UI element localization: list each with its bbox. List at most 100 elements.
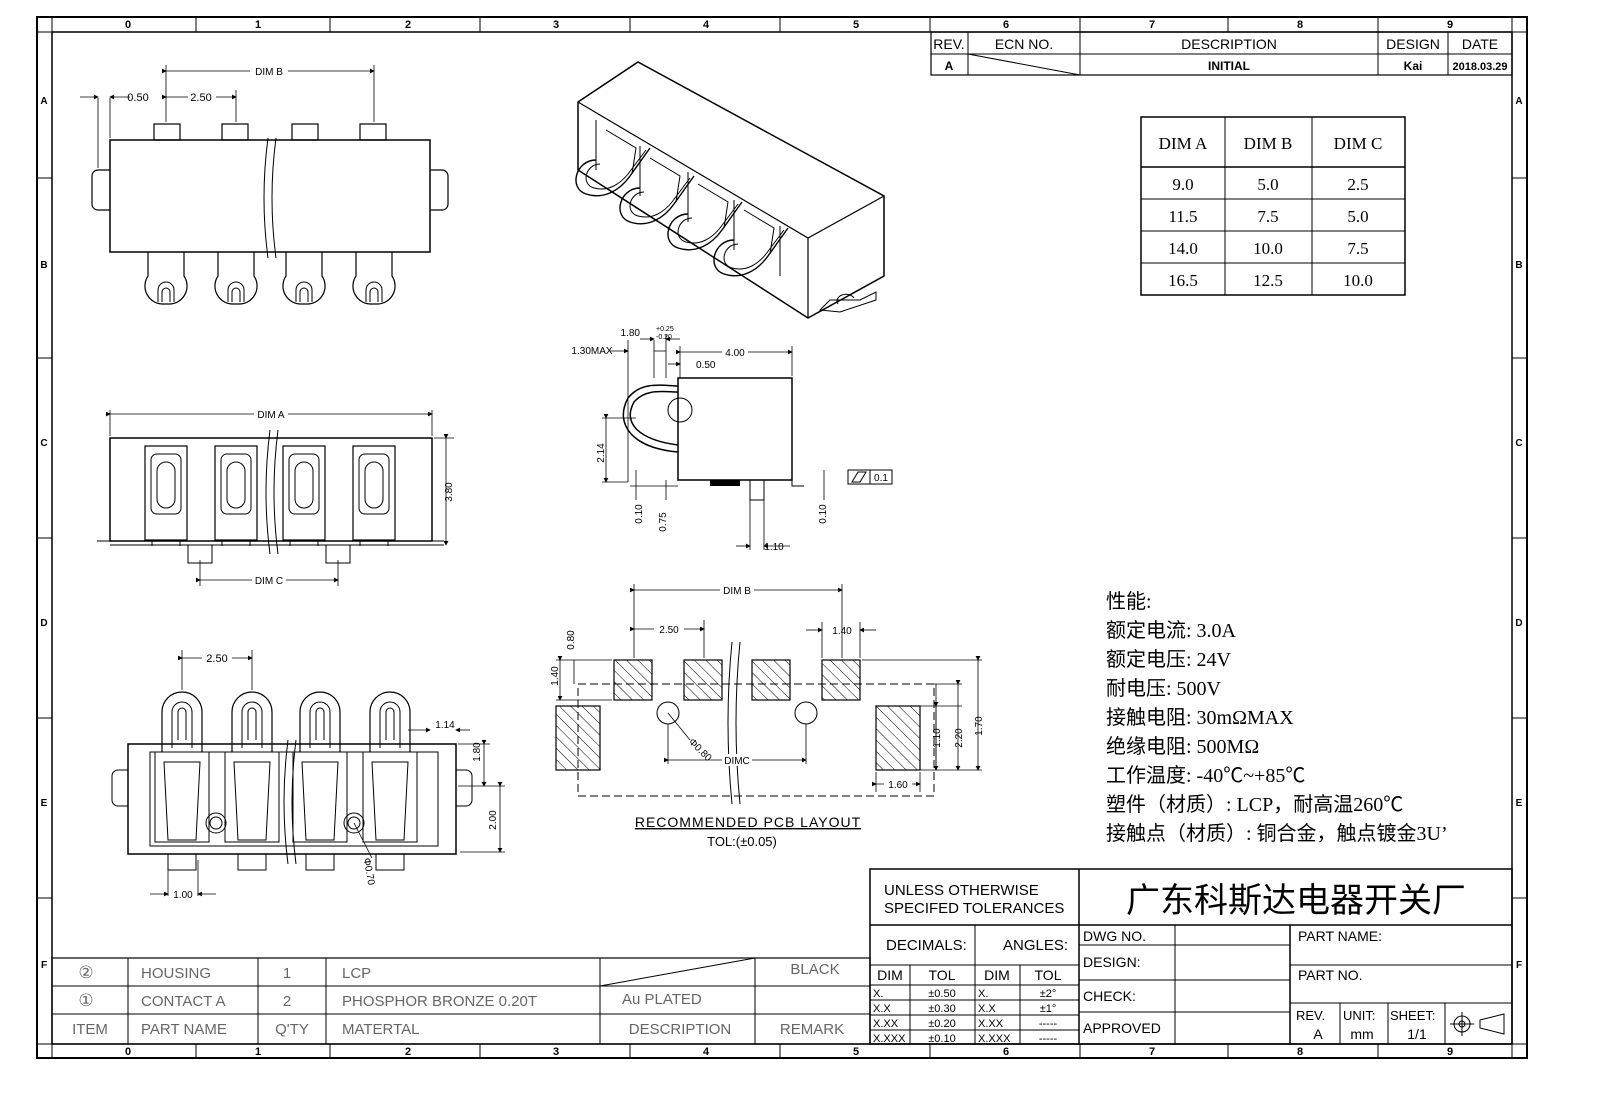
- dim-table-header: DIM B: [1244, 134, 1293, 153]
- front-dim-c-label: DIM C: [255, 576, 283, 587]
- decimal-dim: X.X: [873, 1003, 891, 1015]
- ecn-header: ECN NO.: [995, 36, 1053, 52]
- spec-line: 工作温度: -40℃~+85℃: [1106, 764, 1305, 787]
- tolerance-note-2: SPECIFED TOLERANCES: [884, 900, 1064, 917]
- angle-dim: X.X: [978, 1003, 996, 1015]
- bom-material: LCP: [342, 965, 371, 982]
- bom-material: PHOSPHOR BRONZE 0.20T: [342, 993, 537, 1010]
- pcb-080-label: 0.80: [566, 630, 577, 650]
- bom-item-header: ITEM: [72, 1021, 108, 1038]
- col-label-top: 9: [1447, 19, 1453, 31]
- side-075-label: 0.75: [658, 512, 669, 532]
- side-010b-label: 0.10: [818, 504, 829, 524]
- row-label-left: D: [40, 618, 47, 629]
- rev-value-tb: A: [1313, 1026, 1323, 1042]
- sheet-label: SHEET:: [1390, 1008, 1436, 1023]
- spec-line: 性能:: [1106, 590, 1152, 613]
- pcb-140b-label: 1.40: [832, 626, 852, 637]
- col-label-top: 8: [1297, 19, 1303, 31]
- pcb-dim-b-label: DIM B: [723, 586, 751, 597]
- angles-label: ANGLES:: [1003, 937, 1068, 954]
- side-050-label: 0.50: [696, 360, 716, 371]
- decimal-tol: ±0.10: [928, 1033, 955, 1045]
- angle-tol: ±1°: [1040, 1003, 1057, 1015]
- top-view: DIM B 0.50 2.50: [80, 65, 449, 305]
- rev-header: REV.: [933, 36, 964, 52]
- tolerance-note-1: UNLESS OTHERWISE: [884, 882, 1039, 899]
- pcb-pad: [821, 659, 861, 701]
- design-label: DESIGN:: [1083, 954, 1141, 970]
- part-name-label: PART NAME:: [1298, 928, 1382, 944]
- pcb-layout: DIM B 2.50 1.40 1.40 0.80 DIMC Φ0.80 1.1…: [550, 584, 985, 849]
- row-label-right: E: [1516, 798, 1523, 809]
- col-label-bottom: 6: [1003, 1046, 1009, 1058]
- dim-table-cell: 7.5: [1257, 207, 1278, 226]
- decimal-tol: ±0.50: [928, 988, 955, 1000]
- isometric-view: [575, 61, 885, 319]
- pcb-dimc-label: DIMC: [724, 756, 750, 767]
- col-label-bottom: 2: [405, 1046, 411, 1058]
- row-label-left: A: [40, 96, 47, 107]
- col-label-top: 1: [255, 19, 261, 31]
- side-180-tol-dn: -0.20: [656, 334, 672, 341]
- bottom-200-label: 2.00: [488, 810, 499, 830]
- side-214-label: 2.14: [596, 443, 607, 463]
- angles-dim-header: DIM: [984, 967, 1010, 983]
- decimal-tol: ±0.20: [928, 1018, 955, 1030]
- row-label-right: A: [1515, 96, 1522, 107]
- bom-material-header: MATERTAL: [342, 1021, 420, 1038]
- dim-table-cell: 12.5: [1253, 271, 1283, 290]
- pcb-tolerance: TOL:(±0.05): [707, 834, 777, 849]
- bom-item: ②: [78, 963, 93, 982]
- col-label-top: 2: [405, 19, 411, 31]
- unit-label: UNIT:: [1343, 1008, 1376, 1023]
- dim-table-cell: 16.5: [1168, 271, 1198, 290]
- angle-tol: -----: [1039, 1018, 1058, 1030]
- dim-table-header: DIM A: [1159, 134, 1208, 153]
- rev-value: A: [945, 59, 954, 73]
- decimal-dim: X.XXX: [873, 1033, 906, 1045]
- rev-label: REV.: [1296, 1008, 1325, 1023]
- dim-table-header: DIM C: [1334, 134, 1383, 153]
- decimal-tol: ±0.30: [928, 1003, 955, 1015]
- bom-remark-header: REMARK: [780, 1021, 844, 1038]
- projection-symbol-icon: [1450, 1012, 1505, 1036]
- side-view: 1.30MAX 1.80 +0.25 -0.20 4.00 0.50 2.14 …: [571, 326, 893, 553]
- bottom-250-label: 2.50: [206, 653, 227, 665]
- date-value: 2018.03.29: [1452, 61, 1507, 73]
- pcb-170-label: 1.70: [974, 716, 985, 736]
- angle-dim: X.XXX: [978, 1033, 1011, 1045]
- top-dim-b-label: DIM B: [255, 67, 283, 78]
- spec-line: 额定电流: 3.0A: [1106, 619, 1237, 642]
- row-label-left: E: [41, 798, 48, 809]
- design-value: Kai: [1404, 59, 1423, 73]
- angle-dim: X.XX: [978, 1018, 1004, 1030]
- side-180-label: 1.80: [621, 328, 641, 339]
- pcb-pad: [613, 659, 653, 701]
- bottom-114-label: 1.14: [435, 720, 455, 731]
- bom-qty: 2: [283, 993, 291, 1010]
- bottom-phi070-label: Φ0.70: [361, 857, 377, 886]
- dim-table-cell: 11.5: [1168, 207, 1197, 226]
- dim-table-cell: 14.0: [1168, 239, 1198, 258]
- date-header: DATE: [1462, 36, 1498, 52]
- angle-tol: ±2°: [1040, 988, 1057, 1000]
- pcb-220-label: 2.20: [954, 728, 965, 748]
- col-label-top: 7: [1149, 19, 1155, 31]
- front-view: DIM A 3.80 DIM C: [97, 408, 455, 587]
- bom-name: HOUSING: [141, 965, 211, 982]
- angle-tol: -----: [1039, 1033, 1058, 1045]
- bom-name: CONTACT A: [141, 993, 225, 1010]
- front-380-label: 3.80: [444, 482, 455, 502]
- sheet-value: 1/1: [1407, 1026, 1427, 1042]
- dim-table-cell: 7.5: [1347, 239, 1368, 258]
- pcb-hole: [794, 701, 818, 725]
- col-label-bottom: 5: [853, 1046, 859, 1058]
- row-label-left: C: [40, 438, 47, 449]
- bottom-180-label: 1.80: [472, 742, 483, 762]
